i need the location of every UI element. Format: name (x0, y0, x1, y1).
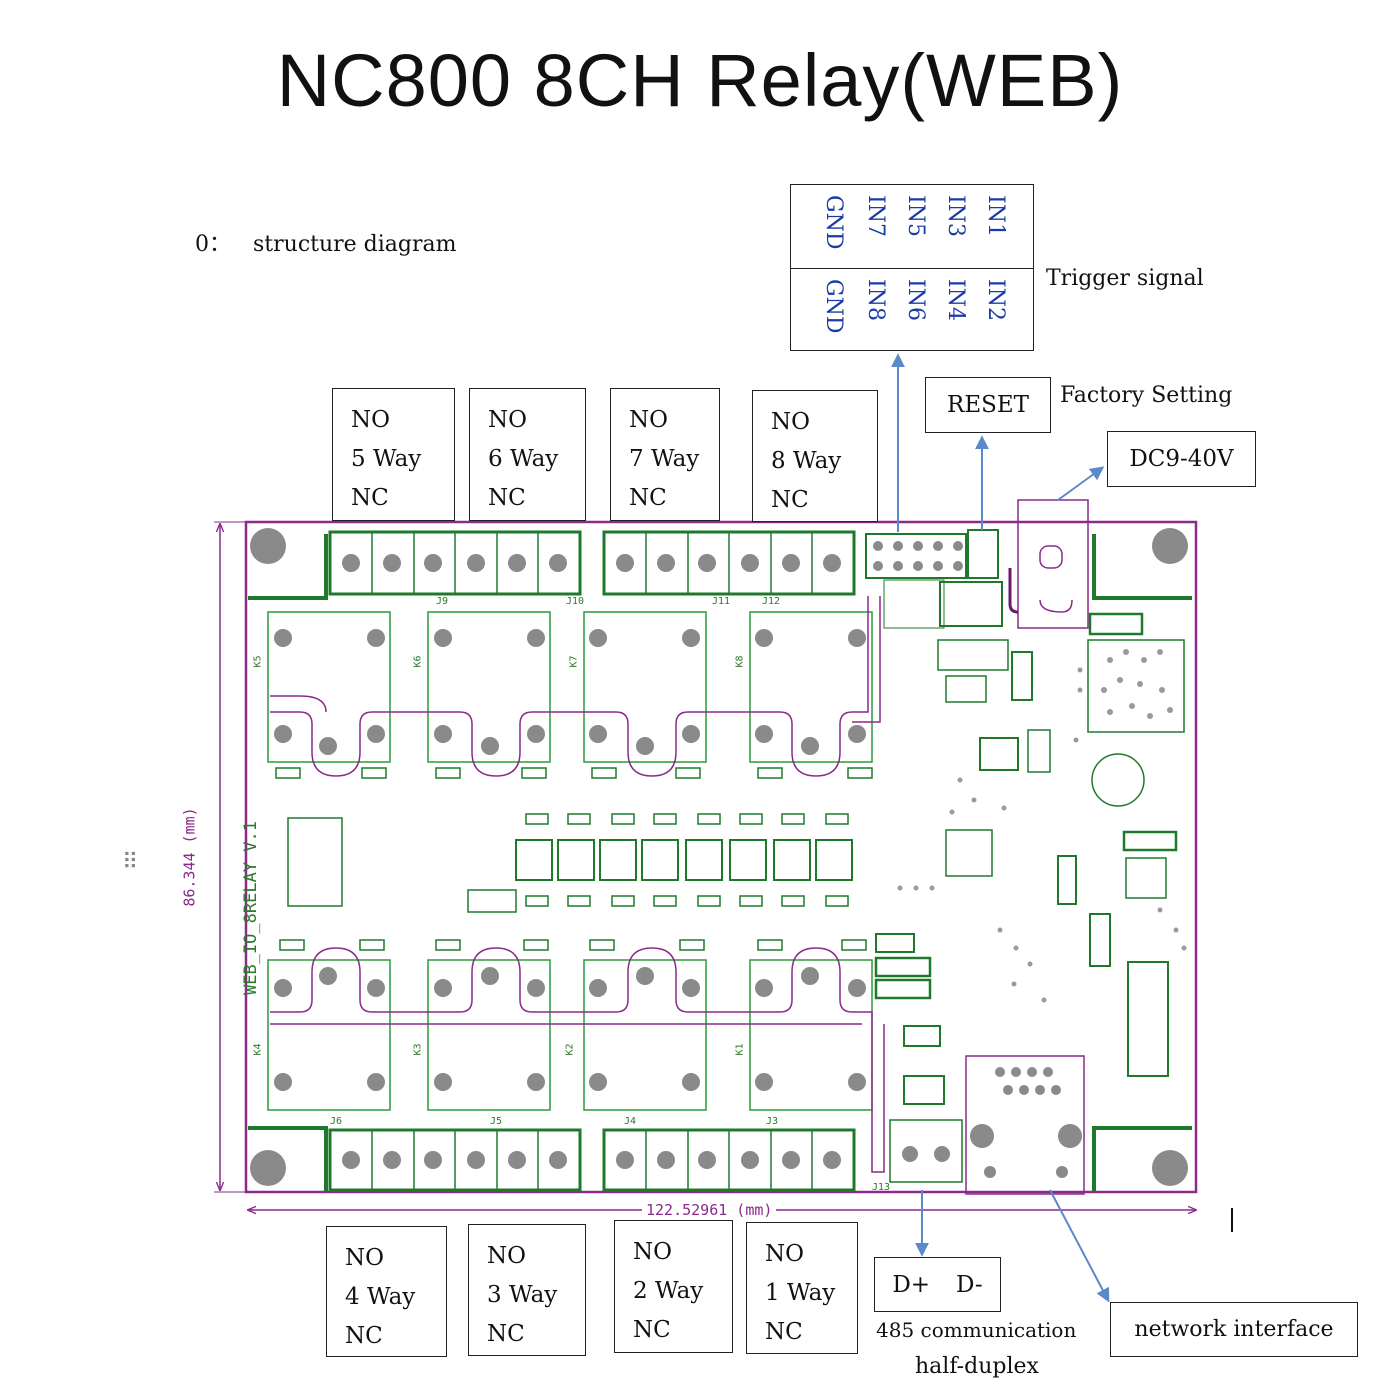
relay-way: 1 Way (765, 1280, 836, 1306)
jack-label-j3: J3 (766, 1116, 779, 1127)
trigger-header (865, 533, 967, 629)
relay-way: 3 Way (487, 1282, 558, 1308)
relay-box-way4: NO 4 Way NC (326, 1226, 447, 1357)
network-interface-box: network interface (1110, 1302, 1358, 1357)
page-title: NC800 8CH Relay(WEB) (276, 39, 1124, 122)
pin-in1: IN1 (983, 195, 1008, 237)
relay-box-way3: NO 3 Way NC (468, 1224, 586, 1356)
relay-way: 2 Way (633, 1278, 704, 1304)
board-name: WEB_IO_8RELAY V.1 (241, 821, 261, 995)
isolation-slots (270, 596, 885, 1173)
relay-nc: NC (771, 487, 809, 513)
reset-button: RESET (925, 377, 1051, 433)
top-terminal-blocks (328, 530, 856, 596)
pin-in5: IN5 (903, 195, 928, 237)
drag-handle-icon[interactable]: ⠿ (122, 850, 139, 875)
jack-label-j13: J13 (872, 1182, 891, 1193)
relay-no: NO (351, 407, 390, 433)
rs485-terminal (889, 1119, 963, 1183)
relay-way: 8 Way (771, 448, 842, 474)
dc-power-label: DC9-40V (1107, 431, 1256, 487)
bottom-terminal-blocks (328, 1128, 856, 1192)
relay-label-k7: K7 (568, 655, 580, 668)
relay-way: 4 Way (345, 1284, 416, 1310)
jack-label-j4: J4 (624, 1116, 637, 1127)
relay-no: NO (629, 407, 668, 433)
relay-footprints (267, 611, 873, 1111)
pin-in3: IN3 (943, 195, 968, 237)
relay-nc: NC (488, 485, 526, 511)
width-dimension-label: 122.52961 (mm) (642, 1201, 777, 1219)
pin-in8: IN8 (863, 279, 888, 321)
rs485-dplus: D+ (892, 1271, 931, 1298)
relay-no: NO (765, 1241, 804, 1267)
relay-box-way7: NO 7 Way NC (610, 388, 720, 521)
jack-label-j10: J10 (566, 596, 585, 607)
jack-label-j11: J11 (712, 596, 731, 607)
network-jack (965, 1055, 1085, 1195)
relay-box-way8: NO 8 Way NC (752, 390, 878, 522)
rs485-label: 485 communication (876, 1318, 1077, 1342)
relay-nc: NC (633, 1317, 671, 1343)
relay-nc: NC (345, 1323, 383, 1349)
jack-label-j12: J12 (762, 596, 781, 607)
pin-in7: IN7 (863, 195, 888, 237)
jack-label-j5: J5 (490, 1116, 503, 1127)
jack-label-j9: J9 (436, 596, 449, 607)
relay-box-way5: NO 5 Way NC (332, 388, 455, 521)
relay-no: NO (488, 407, 527, 433)
jack-label-j6: J6 (330, 1116, 343, 1127)
height-dimension-label: 86.344 (mm) (180, 807, 199, 907)
pin-in4: IN4 (943, 279, 968, 321)
structure-caption: 0： structure diagram (195, 226, 457, 258)
relay-way: 5 Way (351, 446, 422, 472)
relay-label-k2: K2 (564, 1043, 576, 1056)
relay-box-way6: NO 6 Way NC (469, 388, 586, 521)
relay-no: NO (345, 1245, 384, 1271)
relay-label-k4: K4 (252, 1043, 264, 1056)
relay-label-k1: K1 (734, 1043, 746, 1056)
relay-nc: NC (487, 1321, 525, 1347)
relay-way: 6 Way (488, 446, 559, 472)
optocoupler-row (515, 839, 853, 881)
relay-label-k5: K5 (252, 655, 264, 668)
relay-label-k8: K8 (734, 655, 746, 668)
relay-box-way1: NO 1 Way NC (746, 1222, 858, 1354)
relay-way: 7 Way (629, 446, 700, 472)
relay-label-k3: K3 (412, 1043, 424, 1056)
mounting-holes (250, 528, 1188, 1186)
relay-nc: NC (629, 485, 667, 511)
trigger-signal-label: Trigger signal (1046, 266, 1204, 291)
factory-setting-label: Factory Setting (1060, 383, 1233, 408)
structure-text: structure diagram (253, 232, 457, 257)
relay-nc: NC (765, 1319, 803, 1345)
power-jack (1008, 499, 1089, 629)
pin-gnd-bottom: GND (821, 279, 846, 334)
rs485-dminus: D- (956, 1271, 983, 1298)
pin-in2: IN2 (983, 279, 1008, 321)
pcb-outline (244, 520, 1198, 1194)
pin-gnd-top: GND (821, 195, 846, 250)
relay-no: NO (487, 1243, 526, 1269)
relay-label-k6: K6 (412, 655, 424, 668)
rs485-duplex-label: half-duplex (915, 1354, 1039, 1379)
trigger-signal-box: GND IN7 IN5 IN3 IN1 GND IN8 IN6 IN4 IN2 (790, 184, 1034, 351)
relay-box-way2: NO 2 Way NC (614, 1220, 733, 1353)
pin-in6: IN6 (903, 279, 928, 321)
callout-arrows (891, 353, 1110, 1303)
relay-no: NO (633, 1239, 672, 1265)
structure-number: 0： (195, 232, 231, 257)
relay-nc: NC (351, 485, 389, 511)
rs485-box: D+ D- (874, 1257, 1001, 1312)
relay-no: NO (771, 409, 810, 435)
